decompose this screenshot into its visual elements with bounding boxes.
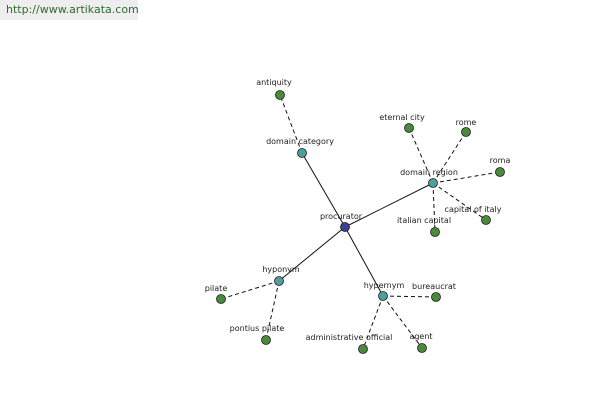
leaf-node-pilate[interactable] xyxy=(216,294,226,304)
edge-hyponym-pontius-pilate xyxy=(265,280,280,341)
leaf-node-eternal-city[interactable] xyxy=(404,123,414,133)
leaf-label-rome[interactable]: rome xyxy=(456,118,477,127)
edge-procurator-hypernym xyxy=(344,226,384,297)
relation-node-domain-category[interactable] xyxy=(297,148,307,158)
relation-label-hyponym[interactable]: hyponym xyxy=(262,265,300,274)
leaf-node-administrative-official[interactable] xyxy=(358,344,368,354)
leaf-label-pontius-pilate[interactable]: pontius pilate xyxy=(230,324,285,333)
graph-nodes xyxy=(216,90,505,354)
leaf-node-bureaucrat[interactable] xyxy=(431,292,441,302)
leaf-label-italian-capital[interactable]: italian capital xyxy=(397,216,451,225)
leaf-node-agent[interactable] xyxy=(417,343,427,353)
edge-domain-region-eternal-city xyxy=(408,127,434,184)
leaf-node-antiquity[interactable] xyxy=(275,90,285,100)
leaf-label-agent[interactable]: agent xyxy=(409,332,432,341)
leaf-node-italian-capital[interactable] xyxy=(430,227,440,237)
relation-label-hypernym[interactable]: hypernym xyxy=(364,281,405,290)
graph-labels: antiquity eternal city rome roma capital of … xyxy=(205,78,511,342)
edge-procurator-domain-category xyxy=(301,152,346,228)
leaf-node-roma[interactable] xyxy=(495,167,505,177)
site-url-link[interactable]: http://www.artikata.com xyxy=(0,0,139,20)
leaf-label-antiquity[interactable]: antiquity xyxy=(256,78,292,87)
relation-label-domain-category[interactable]: domain category xyxy=(266,137,334,146)
leaf-label-roma[interactable]: roma xyxy=(490,156,511,165)
leaf-label-bureaucrat[interactable]: bureaucrat xyxy=(412,282,456,291)
edge-domain-category-antiquity xyxy=(279,94,303,154)
edge-domain-region-capital-of-italy xyxy=(432,182,487,221)
center-label-procurator[interactable]: procurator xyxy=(320,212,363,221)
edge-hypernym-bureaucrat xyxy=(382,295,437,298)
edge-domain-region-italian-capital xyxy=(432,182,436,233)
relation-node-hypernym[interactable] xyxy=(378,291,388,301)
leaf-label-eternal-city[interactable]: eternal city xyxy=(379,113,425,122)
center-node-procurator[interactable] xyxy=(340,222,350,232)
edge-hypernym-agent xyxy=(382,295,423,349)
leaf-label-capital-of-italy[interactable]: capital of italy xyxy=(445,205,502,214)
edge-hypernym-administrative-official xyxy=(362,295,384,350)
graph-edges xyxy=(220,94,501,350)
relation-node-hyponym[interactable] xyxy=(274,276,284,286)
edge-hyponym-pilate xyxy=(220,280,280,300)
leaf-node-pontius-pilate[interactable] xyxy=(261,335,271,345)
leaf-node-rome[interactable] xyxy=(461,127,471,137)
edge-procurator-domain-region xyxy=(344,182,434,228)
edge-domain-region-rome xyxy=(432,131,467,184)
edge-procurator-hyponym xyxy=(278,226,346,282)
leaf-node-capital-of-italy[interactable] xyxy=(481,215,491,225)
leaf-label-pilate[interactable]: pilate xyxy=(205,284,228,293)
edge-domain-region-roma xyxy=(432,171,501,184)
leaf-label-administrative-official[interactable]: administrative official xyxy=(306,333,393,342)
relation-node-domain-region[interactable] xyxy=(428,178,438,188)
relation-label-domain-region[interactable]: domain region xyxy=(400,168,458,177)
